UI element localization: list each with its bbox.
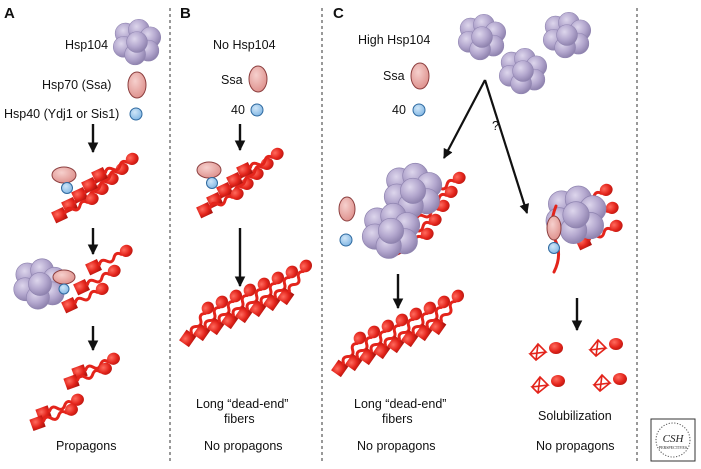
- logo-main: CSH: [663, 433, 685, 445]
- ssa-label-c: Ssa: [383, 69, 405, 83]
- j40-label-c: 40: [392, 103, 406, 117]
- soluble-monomer-1: [529, 341, 564, 361]
- hsp104-label: Hsp104: [65, 38, 108, 52]
- prion-fibril-a1: [51, 149, 143, 224]
- csh-perspectives-logo: CSH PERSPECTIVES: [650, 418, 696, 462]
- panel-b: B No Hsp104 Ssa 40 Long “dead-end” fiber…: [176, 5, 317, 453]
- hsp104-hexamer-c2: [542, 11, 592, 59]
- hsp104-hexamer-c1: [457, 13, 507, 61]
- prion-fibril-b1: [196, 144, 288, 219]
- hsp70-label: Hsp70 (Ssa): [42, 78, 111, 92]
- ssa-chaperone: [127, 71, 147, 99]
- j-protein-c: [412, 103, 426, 117]
- prion-fibril-a2: [13, 241, 137, 315]
- soluble-monomer-4: [593, 372, 628, 392]
- ssa-label-b: Ssa: [221, 73, 243, 87]
- j-protein-b: [250, 103, 264, 117]
- panel-a: A Hsp104 Hsp70 (Ssa) Hsp40 (Ydj1 or Sis1…: [4, 5, 162, 453]
- j-protein: [129, 107, 143, 121]
- panel-b-letter: B: [180, 5, 191, 22]
- soluble-monomer-3: [531, 374, 566, 394]
- outcome-c-right: No propagons: [536, 439, 615, 453]
- ssa-chaperone-b: [248, 65, 268, 93]
- arrow-c-right: [483, 79, 530, 214]
- solubilization-label: Solubilization: [538, 409, 612, 423]
- panel-c: C High Hsp104 Ssa 40 ?: [328, 5, 628, 453]
- outcome-a: Propagons: [56, 439, 116, 453]
- fiber-label-b1: Long “dead-end”: [196, 397, 288, 411]
- propagon-a2: [27, 390, 88, 433]
- long-fiber-b: [176, 255, 317, 349]
- no-hsp104-label: No Hsp104: [213, 38, 276, 52]
- arrow-c-left: [443, 79, 486, 159]
- high-hsp104-label: High Hsp104: [358, 33, 430, 47]
- j40-label-b: 40: [231, 103, 245, 117]
- propagon-a1: [61, 349, 124, 392]
- hsp104-bound-fibril-c: [361, 162, 470, 260]
- soluble-monomer-2: [589, 337, 624, 357]
- free-j-protein-c: [339, 233, 353, 247]
- question-mark: ?: [492, 119, 499, 133]
- hsp104-hexamer-c3: [498, 47, 548, 95]
- hsp104-solubilizing-c: [545, 180, 627, 274]
- outcome-b: No propagons: [204, 439, 283, 453]
- fiber-label-b2: fibers: [224, 412, 255, 426]
- hsp40-label: Hsp40 (Ydj1 or Sis1): [4, 107, 119, 121]
- logo-sub: PERSPECTIVES: [659, 445, 687, 450]
- fiber-label-c2: fibers: [382, 412, 413, 426]
- panel-c-letter: C: [333, 5, 344, 22]
- fiber-label-c1: Long “dead-end”: [354, 397, 446, 411]
- outcome-c-left: No propagons: [357, 439, 436, 453]
- hsp104-hexamer: [112, 18, 162, 66]
- ssa-chaperone-c: [410, 62, 430, 90]
- free-ssa-c: [338, 196, 356, 222]
- panel-a-letter: A: [4, 5, 15, 22]
